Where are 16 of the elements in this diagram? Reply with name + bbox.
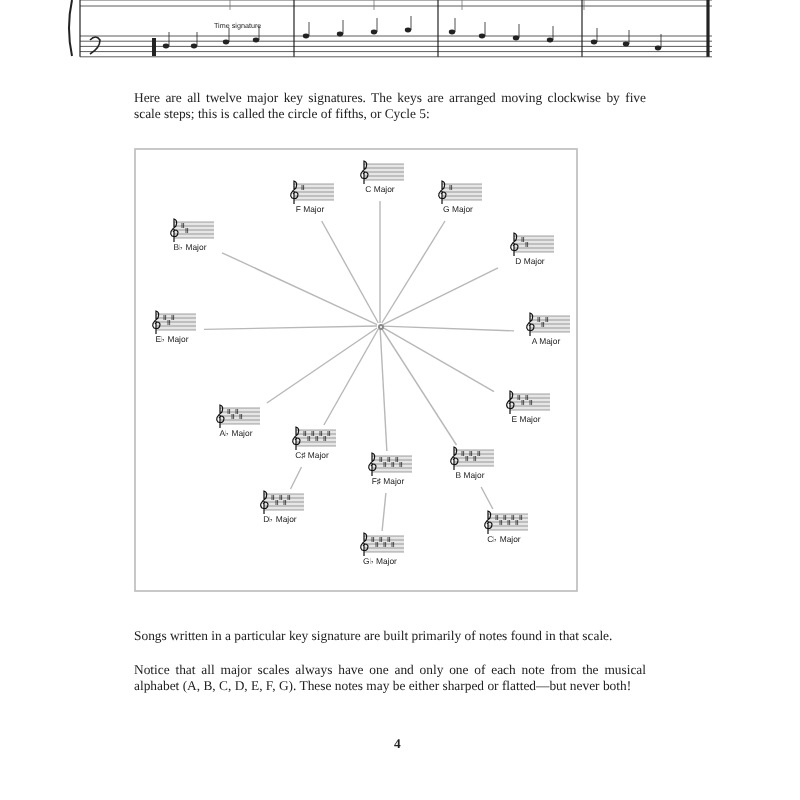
connector-line <box>221 252 378 326</box>
connector-line <box>382 267 499 326</box>
connector-line <box>320 220 380 324</box>
center-point <box>377 323 383 329</box>
connector-line <box>266 327 378 404</box>
connector-line <box>289 466 303 490</box>
connector-line <box>379 328 388 452</box>
connector-line <box>381 492 387 532</box>
connector-line <box>381 220 446 324</box>
connector-line <box>382 327 495 393</box>
connector-line <box>323 328 379 426</box>
connector-line <box>379 200 381 324</box>
connector-line <box>480 486 494 510</box>
connector-line <box>203 325 378 331</box>
connector-line <box>382 325 515 332</box>
connector-line <box>381 328 458 446</box>
